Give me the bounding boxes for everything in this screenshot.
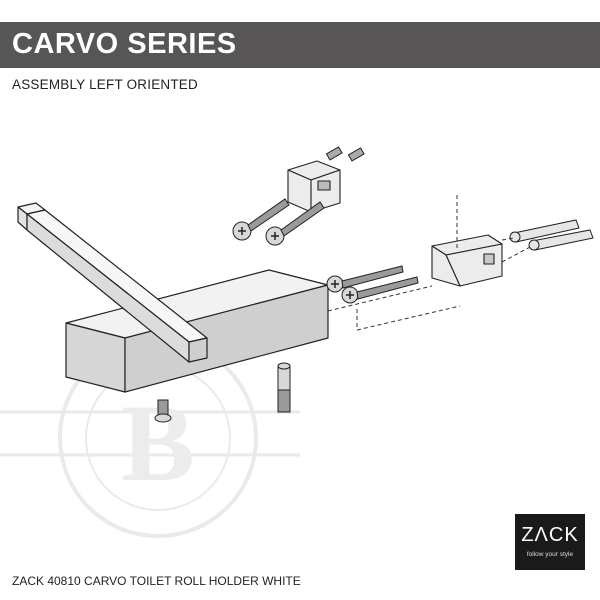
product-caption: ZACK 40810 CARVO TOILET ROLL HOLDER WHIT… bbox=[12, 574, 301, 588]
wall-anchors bbox=[509, 219, 594, 251]
title-bar: CARVO SERIES bbox=[0, 22, 600, 68]
holder-arm bbox=[17, 202, 208, 363]
threaded-stud bbox=[277, 362, 291, 413]
logo-wordmark: ZΛCK bbox=[521, 524, 579, 546]
guide-lines bbox=[327, 195, 533, 331]
holder-body bbox=[65, 269, 329, 393]
assembly-subtitle: ASSEMBLY LEFT ORIENTED bbox=[12, 77, 198, 92]
logo-tagline: follow your style bbox=[526, 551, 574, 558]
set-screw bbox=[154, 399, 172, 423]
zack-logo: ZΛCK follow your style bbox=[515, 514, 585, 570]
top-screws bbox=[232, 198, 325, 246]
long-screws bbox=[326, 265, 419, 304]
small-pins bbox=[325, 146, 365, 162]
wall-plate bbox=[431, 234, 503, 287]
page-title: CARVO SERIES bbox=[12, 28, 237, 60]
top-bracket bbox=[287, 160, 341, 213]
